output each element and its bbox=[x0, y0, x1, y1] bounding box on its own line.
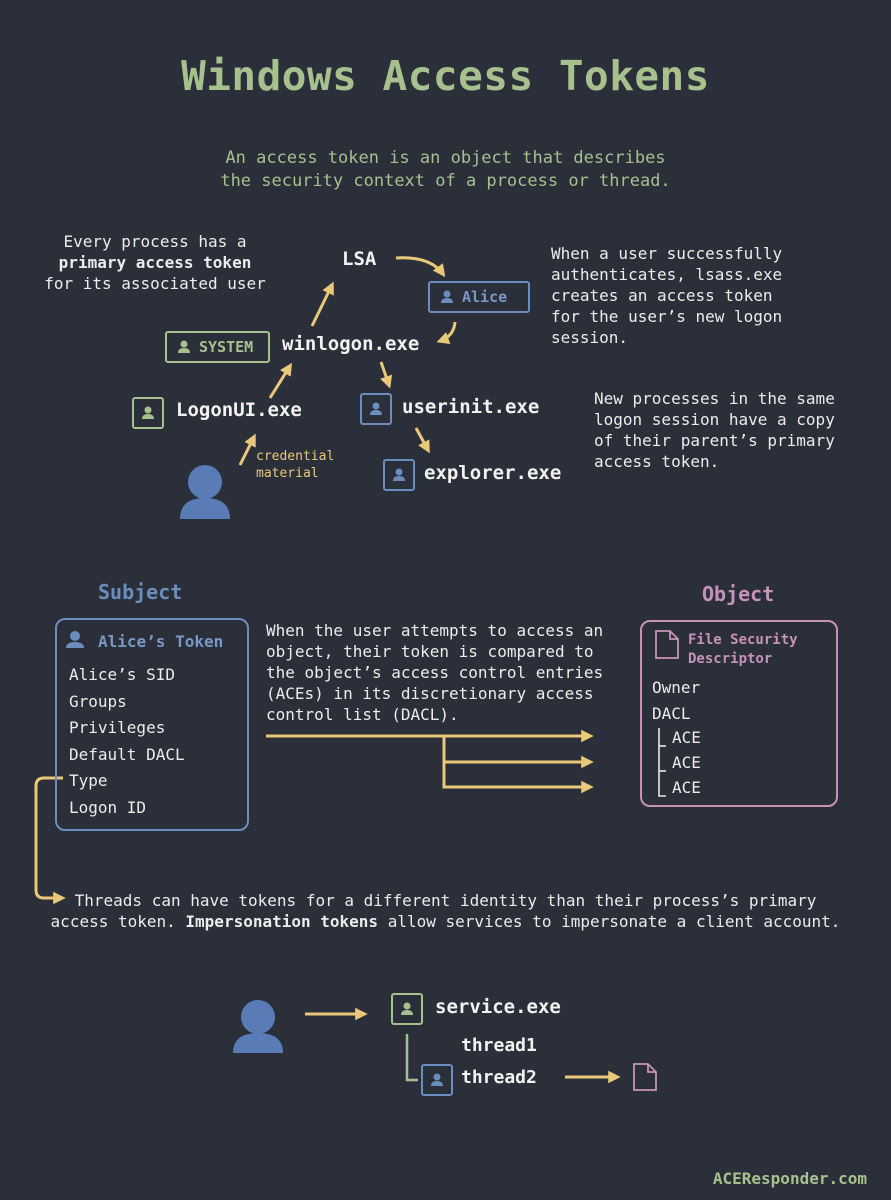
token-copy-note: New processes in the same logon session … bbox=[594, 389, 835, 471]
security-descriptor-card: File Security Descriptor Owner DACL ACE … bbox=[640, 620, 838, 807]
userinit-token-icon bbox=[360, 393, 392, 425]
alice-user-icon bbox=[441, 290, 453, 303]
credential-material-label: credential material bbox=[256, 449, 335, 481]
alice-token-title: Alice’s Token bbox=[98, 632, 224, 651]
page-title: Windows Access Tokens bbox=[181, 52, 710, 100]
arrow-winlogon-to-lsa bbox=[310, 281, 334, 327]
arrow-alice-to-winlogon bbox=[436, 321, 457, 344]
explorer-token-icon bbox=[383, 459, 415, 491]
token-attribute: Type bbox=[69, 771, 108, 790]
lsa-note: When a user successfully authenticates, … bbox=[551, 244, 783, 347]
security-descriptor-title: File Security Descriptor bbox=[688, 632, 798, 667]
logonui-token-icon bbox=[132, 397, 164, 429]
footer-brand: ACEResponder.com bbox=[712, 1169, 867, 1188]
system-token-box: SYSTEM bbox=[165, 331, 270, 363]
system-user-icon bbox=[178, 340, 190, 353]
service-label: service.exe bbox=[435, 996, 561, 1018]
arrow-compare-ace-3 bbox=[442, 762, 594, 794]
thread2-label: thread2 bbox=[461, 1067, 537, 1088]
file-icon bbox=[655, 630, 679, 659]
connector-type-to-impersonation bbox=[34, 776, 66, 905]
dacl-field: DACL bbox=[652, 704, 691, 723]
token-attribute: Logon ID bbox=[69, 797, 147, 817]
intro-text: An access token is an object that descri… bbox=[220, 148, 671, 191]
token-attribute: Alice’s SID bbox=[69, 665, 175, 684]
token-attribute: Default DACL bbox=[69, 744, 185, 764]
arrow-userinit-to-explorer bbox=[414, 427, 430, 454]
arrow-logonui-to-winlogon bbox=[268, 362, 293, 399]
arrow-compare-ace-2 bbox=[442, 736, 594, 769]
alice-token-box: Alice bbox=[428, 281, 530, 313]
thread2-token-icon bbox=[421, 1064, 453, 1096]
alice-token-user-icon bbox=[66, 631, 84, 648]
ace-entry: ACE bbox=[672, 728, 701, 747]
arrow-winlogon-to-userinit bbox=[379, 361, 393, 389]
owner-field: Owner bbox=[652, 678, 701, 697]
arrow-credential-to-logonui bbox=[238, 433, 256, 466]
ace-entry: ACE bbox=[672, 778, 701, 797]
thread1-label: thread1 bbox=[461, 1035, 537, 1056]
token-attribute: Groups bbox=[69, 691, 127, 711]
lsa-label: LSA bbox=[342, 248, 377, 270]
user-person-icon bbox=[180, 465, 230, 519]
token-attribute: Privileges bbox=[69, 718, 166, 737]
object-heading: Object bbox=[702, 582, 775, 606]
ace-entry: ACE bbox=[672, 753, 701, 772]
client-person-icon bbox=[233, 1000, 283, 1053]
winlogon-label: winlogon.exe bbox=[282, 333, 420, 355]
target-file-icon bbox=[633, 1063, 657, 1091]
arrow-lsa-to-alice bbox=[395, 256, 446, 278]
subject-heading: Subject bbox=[98, 580, 183, 604]
userinit-label: userinit.exe bbox=[402, 396, 540, 418]
service-token-icon bbox=[391, 993, 423, 1025]
primary-token-note: Every process has a primary access token… bbox=[44, 232, 266, 293]
explorer-label: explorer.exe bbox=[424, 462, 562, 484]
ace-tree-lines bbox=[658, 728, 666, 797]
comparison-note: When the user attempts to access an obje… bbox=[266, 621, 604, 724]
service-thread-tree-line bbox=[405, 1034, 418, 1082]
logonui-label: LogonUI.exe bbox=[176, 399, 302, 421]
impersonation-note: Threads can have tokens for a different … bbox=[50, 891, 841, 931]
